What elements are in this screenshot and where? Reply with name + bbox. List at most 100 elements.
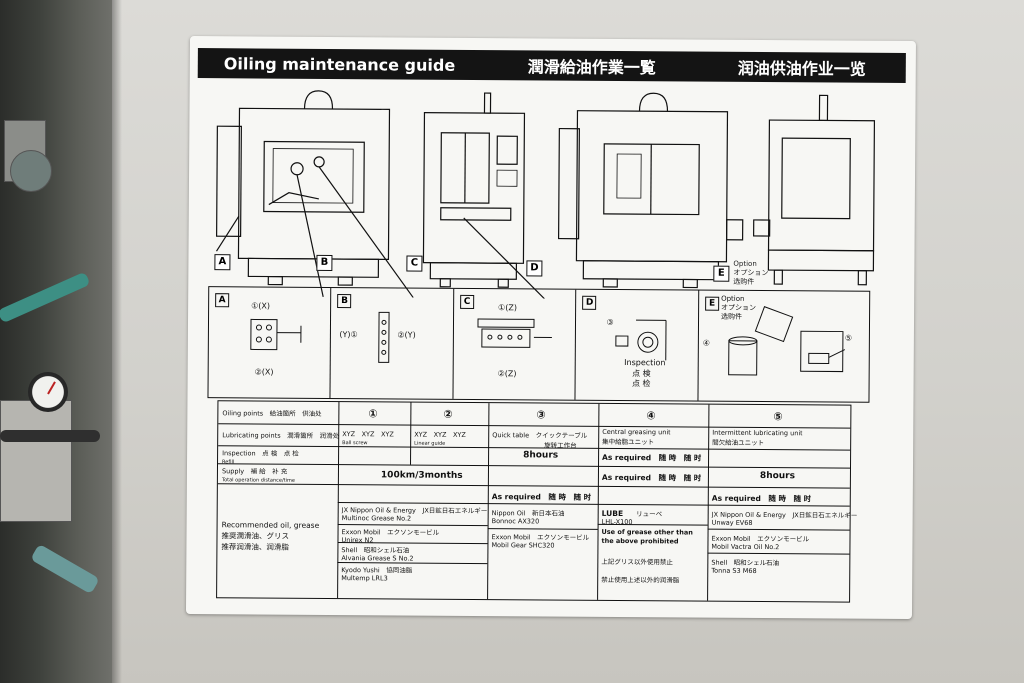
option-note-en: Option [733, 259, 757, 268]
col4-supply-as-required: As required 随 時 随 时 [601, 472, 702, 483]
machine-front-view-2 [557, 92, 744, 289]
background-part [10, 150, 52, 192]
oil-c3-2-product: Mobil Gear SHC320 [491, 541, 555, 550]
oil-c12-1-product: Multinoc Grease No.2 [341, 514, 412, 523]
point-y2-label: ②(Y) [397, 330, 416, 340]
pressure-gauge-icon [28, 372, 68, 412]
col3-lube-zh: 旋转工作台 [544, 441, 577, 450]
col1-lube-axes: XYZ XYZ XYZ [342, 430, 394, 439]
col3-supply-as-required: As required 随 時 随 时 [491, 492, 592, 502]
detail-a: A ①(X) ②(X) [208, 287, 332, 398]
col1-lube-sub: Ball screw [342, 440, 368, 447]
detail-e-drawing [728, 306, 845, 376]
col4-lube-en: Central greasing unit [602, 427, 671, 437]
row-label-lubricating-points-jz: 潤滑箇所 润滑处 [287, 431, 340, 441]
oil-c3-1-en: Nippon Oil [491, 509, 526, 518]
row-label-oiling-points: Oiling points 給油箇所 供油处 [222, 407, 321, 418]
row-label-recommended-ja: 推奨潤滑油、グリス [221, 531, 290, 541]
option-note: Option オプション 选购件 [733, 260, 768, 287]
column-5-header: ⑤ [773, 410, 783, 424]
oil-c4-product: LHL-X100 [601, 517, 633, 527]
point-1x-label: ①(X) [251, 301, 271, 311]
oil-c12-3-product: Alvania Grease S No.2 [341, 554, 414, 563]
col3-lube-points: Quick table クイックテーブル 旋转工作台 [492, 429, 587, 450]
point-3-marker: ③ [606, 317, 614, 327]
row-label-supply-en: Supply [221, 467, 245, 476]
row-label-inspection-en: Inspection [222, 449, 256, 458]
point-y1-label: (Y)① [339, 330, 358, 340]
oil-c12-4-product: Multemp LRL3 [341, 574, 388, 583]
oil-c5-2-product: Mobil Vactra Oil No.2 [711, 542, 780, 552]
detail-c: C ①(Z) ②(Z) [453, 288, 577, 400]
oil-c4-warning: Use of grease other than the above prohi… [601, 527, 693, 546]
machine-label-a: A [214, 254, 231, 271]
row-label-supply-jz: 補 給 补 充 [250, 467, 288, 476]
detail-e: E Option オプション 选购件 ④ ⑤ [698, 291, 869, 402]
col2-lube-axes: XYZ XYZ XYZ [414, 430, 466, 439]
option-note-ja: オプション [733, 268, 769, 278]
detail-a-drawing [250, 318, 302, 351]
machine-label-e: E [713, 265, 730, 282]
oil-c5-2-en: Exxon Mobil [711, 534, 751, 543]
row-label-supply-sub: Total operation distance/time [221, 477, 295, 484]
row-label-oiling-points-jz: 給油箇所 供油处 [269, 409, 322, 418]
detail-c-drawing [477, 318, 552, 348]
oil-c3-1-product: Bonnoc AX320 [491, 517, 540, 526]
oil-c4-lube-ja: リューベ [636, 510, 663, 519]
row-label-lubricating-points: Lubricating points 潤滑箇所 润滑处 [222, 429, 339, 440]
col5-supply-as-required: As required 随 時 随 时 [711, 493, 812, 504]
machine-line-drawings [215, 90, 876, 303]
oil-c3-2-en: Exxon Mobil [491, 533, 531, 542]
oil-c3-1-ja: 新日本石油 [531, 509, 565, 518]
oil-c12-2-product: Unirex N2 [341, 536, 374, 545]
machine-label-c: C [406, 255, 423, 272]
black-hose [0, 430, 100, 442]
machine-side-view-2 [753, 94, 876, 286]
col5-lube-ja: 間欠給油ユニット [712, 438, 765, 448]
col2-lube-sub: Linear guide [414, 440, 446, 447]
row-label-recommended-zh: 推荐润滑油、润滑脂 [221, 542, 289, 552]
col3-inspection-interval: 8hours [523, 450, 559, 461]
point-2z-label: ②(Z) [497, 369, 517, 379]
machine-label-b: B [316, 254, 333, 271]
oil-c12-4-ja: 協同油脂 [386, 566, 413, 575]
green-hose [0, 271, 91, 324]
title-bar: Oiling maintenance guide 潤滑給油作業一覧 润油供油作业… [197, 48, 906, 83]
row-label-inspection-jz: 点 検 点 检 [262, 449, 299, 458]
col4-inspection-as-required: As required 随 時 随 时 [602, 452, 702, 463]
title-english: Oiling maintenance guide [223, 53, 456, 75]
column-1-header: ① [368, 407, 378, 421]
row-label-recommended-en: Recommended oil, grease [221, 520, 320, 530]
point-1z-label: ①(Z) [498, 303, 518, 313]
col12-supply-interval: 100km/3months [380, 470, 463, 481]
detail-callouts: A ①(X) ②(X) B (Y)① ②(Y) C [207, 286, 871, 403]
point-2x-label: ②(X) [254, 367, 274, 377]
oil-c5-3-en: Shell [711, 558, 728, 567]
column-3-header: ③ [536, 408, 546, 422]
oil-c4-warning-ja: 上記グリス以外使用禁止 [601, 557, 673, 567]
machinery-background [0, 0, 112, 683]
col3-lube-en: Quick table [492, 431, 530, 440]
oil-c5-1-product: Unway EV68 [711, 518, 753, 527]
detail-d-drawing [615, 319, 667, 361]
row-label-recommended: Recommended oil, grease 推奨潤滑油、グリス 推荐润滑油、… [221, 519, 319, 553]
col3-lube-ja: クイックテーブル [535, 431, 588, 440]
detail-b-drawing [378, 311, 391, 363]
oil-c12-4-en: Kyodo Yushi [341, 566, 380, 575]
machine-side-view-1 [422, 92, 549, 303]
detail-b: B (Y)① ②(Y) [330, 287, 455, 399]
col5-lube-en: Intermittent lubricating unit [712, 428, 803, 438]
